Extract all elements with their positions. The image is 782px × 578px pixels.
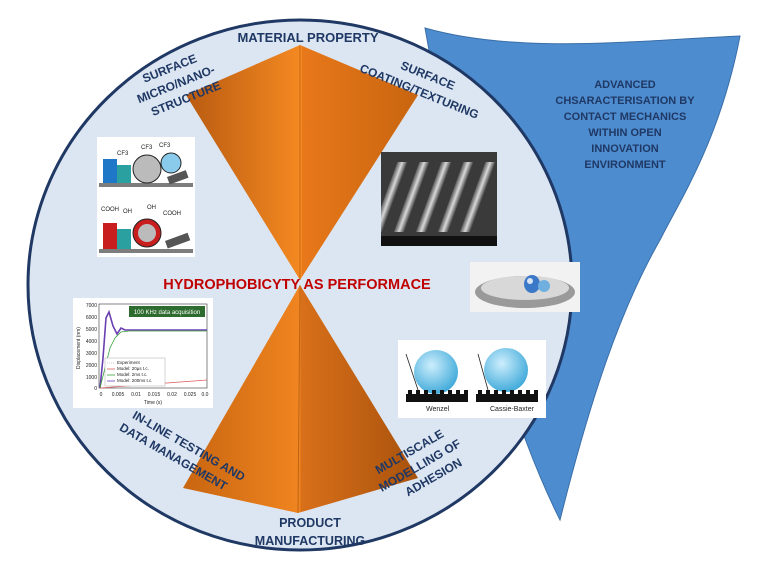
callout-text: ADVANCED CHSARACTERISATION BY CONTACT ME… — [555, 79, 695, 171]
svg-text:5000: 5000 — [86, 327, 97, 333]
svg-text:0.01: 0.01 — [131, 392, 141, 398]
svg-text:CONTACT MECHANICS: CONTACT MECHANICS — [564, 111, 687, 123]
svg-text:Model: 200ms t.c.: Model: 200ms t.c. — [117, 378, 153, 383]
svg-text:OH: OH — [123, 209, 132, 215]
label-product-manufacturing: PRODUCT MANUFACTURING — [255, 516, 365, 548]
svg-text:0.005: 0.005 — [112, 392, 125, 398]
svg-text:COOH: COOH — [101, 207, 119, 213]
svg-text:Model: 2ms t.c.: Model: 2ms t.c. — [117, 372, 148, 377]
svg-text:0.02: 0.02 — [167, 392, 177, 398]
svg-text:2000: 2000 — [86, 363, 97, 369]
svg-text:OH: OH — [147, 205, 156, 211]
svg-text:7000: 7000 — [86, 303, 97, 309]
svg-text:0: 0 — [100, 392, 103, 398]
wetting-states-figure: Wenzel Cassie-Baxter — [398, 340, 546, 418]
svg-text:WITHIN OPEN: WITHIN OPEN — [588, 127, 661, 139]
svg-text:CHSARACTERISATION BY: CHSARACTERISATION BY — [555, 95, 695, 107]
svg-text:0.015: 0.015 — [148, 392, 161, 398]
svg-text:1000: 1000 — [86, 375, 97, 381]
svg-text:CF3: CF3 — [159, 143, 171, 149]
cassie-baxter-label: Cassie-Baxter — [490, 406, 534, 413]
svg-text:ENVIRONMENT: ENVIRONMENT — [584, 159, 666, 171]
svg-text:ADVANCED: ADVANCED — [594, 79, 656, 91]
displacement-plot: 7000 6000 5000 4000 3000 2000 1000 0 0 0… — [73, 298, 213, 408]
label-material-property: MATERIAL PROPERTY — [237, 30, 378, 45]
svg-text:Experiment: Experiment — [117, 360, 141, 365]
svg-text:Time (s): Time (s) — [144, 400, 162, 406]
svg-text:PRODUCT: PRODUCT — [279, 516, 341, 530]
center-title: HYDROPHOBICYTY AS PERFORMACE — [163, 277, 431, 293]
svg-text:MANUFACTURING: MANUFACTURING — [255, 534, 365, 548]
svg-text:CF3: CF3 — [117, 151, 129, 157]
molecule-schematic: CF3 CF3 CF3 COOH OH OH COOH — [97, 137, 195, 257]
svg-text:100 KHz data acquisition: 100 KHz data acquisition — [134, 310, 200, 316]
droplet-photo — [470, 262, 580, 312]
svg-text:Displacement (nm): Displacement (nm) — [76, 327, 82, 369]
svg-text:6000: 6000 — [86, 315, 97, 321]
svg-text:0.025: 0.025 — [184, 392, 197, 398]
svg-text:0.0: 0.0 — [202, 392, 209, 398]
sem-micrograph — [381, 152, 497, 246]
svg-text:CF3: CF3 — [141, 145, 153, 151]
bottom-cone — [183, 285, 418, 513]
svg-text:0: 0 — [94, 386, 97, 392]
svg-text:COOH: COOH — [163, 211, 181, 217]
svg-text:INNOVATION: INNOVATION — [591, 143, 658, 155]
top-cone — [186, 45, 418, 280]
svg-text:4000: 4000 — [86, 339, 97, 345]
svg-text:3000: 3000 — [86, 351, 97, 357]
svg-text:Model: 20µs t.c.: Model: 20µs t.c. — [117, 366, 149, 371]
wenzel-label: Wenzel — [426, 406, 450, 413]
